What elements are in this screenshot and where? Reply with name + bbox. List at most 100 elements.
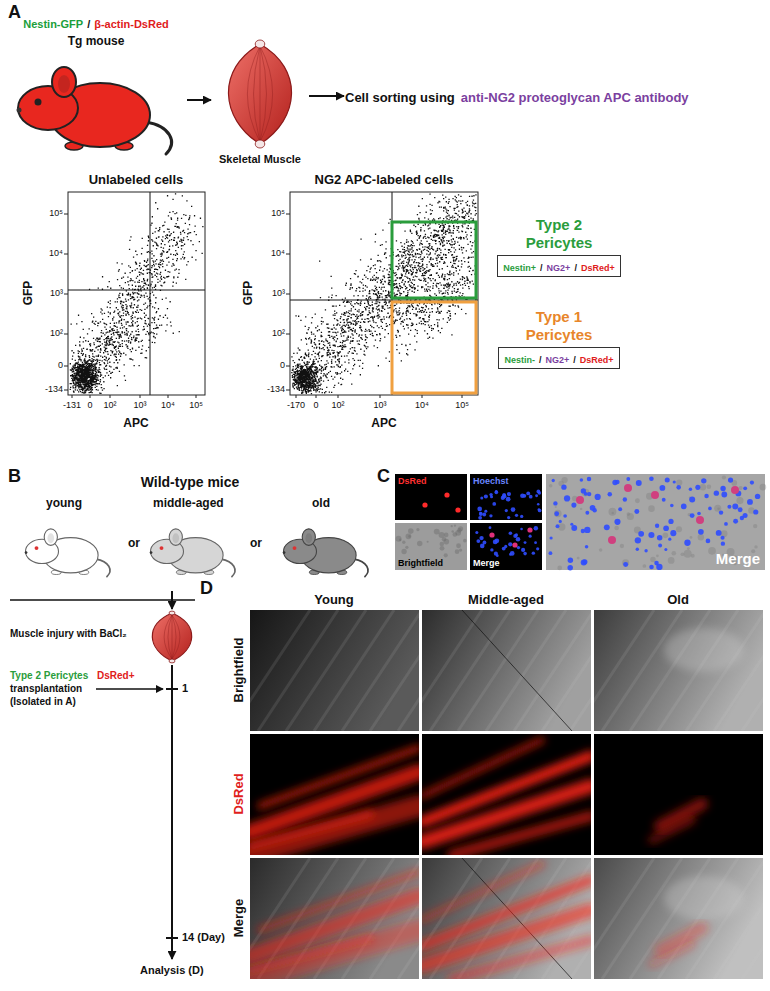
nucleus-dot [517,546,520,549]
texture-dot [620,544,624,548]
label-text: 10⁵ [271,208,285,219]
nucleus-dot [556,524,560,528]
mouse-eye [35,546,39,550]
cell-dot [512,542,517,547]
mouse-tail [354,559,368,577]
nucleus-dot [689,488,692,491]
node-text: Muscle injury with BaCl₂ [10,628,127,640]
mouse-eye [293,546,297,550]
pericyte-type: Type 1 PericytesNestin-/NG2+/DsRed+ [484,308,634,369]
micrograph [594,610,763,731]
label-text: -134 [45,384,63,395]
muscle-fiber [164,615,172,659]
nucleus-dot [538,509,542,513]
nucleus-dot [714,491,719,496]
dsred-signal [250,806,419,855]
label-text: -170 [287,400,305,411]
axis-tick [380,395,381,398]
nucleus-dot [663,525,669,531]
texture-dot [561,477,567,483]
nucleus-dot [668,538,671,541]
nucleus-dot [664,548,667,551]
mouse-ear [44,529,57,546]
axis-tick [316,395,317,398]
micrograph-ground [250,858,419,979]
mouse-inner-ear [306,533,313,543]
muscle-belly [228,44,291,144]
gate-type2 [392,222,476,298]
axis-tick [286,294,290,295]
muscle-fiber [422,610,482,731]
quadrant-line [290,300,478,301]
texture-dot [627,513,634,520]
muscle-fiber [172,615,173,659]
texture-dot [739,486,743,490]
dsred-signal [422,786,591,842]
texture-dot [676,526,682,532]
nucleus-dot [738,507,743,512]
texture-dot [698,534,704,540]
nucleus-dot [698,529,704,535]
mouse-nose [283,551,286,554]
label-text: Brightfield [398,558,443,569]
label-text: Merge [473,558,500,569]
dsred-signal [260,748,419,806]
label-text: transplantation [10,683,82,695]
nucleus-dot [570,523,573,526]
micrograph-ground [470,523,542,570]
analysis-step: Analysis (D) [140,960,204,978]
nucleus-dot [506,497,511,502]
mouse-tail [221,559,235,577]
axis-label: Merge [231,899,247,937]
label-text: NG2 APC-labeled cells [315,172,454,188]
label-text: -131 [63,400,81,411]
micrograph [594,858,763,979]
muscle-fiber [172,615,176,659]
label-text: 10³ [50,288,63,299]
nucleus-dot [668,519,673,524]
nucleus-dot [708,507,712,511]
texture-dot [557,566,562,571]
node-text: Cell sorting using [345,90,455,105]
nucleus-dot [581,559,587,565]
texture-dot [676,479,682,485]
texture-dot [434,529,440,535]
muscle-fiber [594,610,654,731]
quadrant-line [68,290,205,291]
label-text: (Isolated in A) [10,696,76,708]
nucleus-dot [489,493,492,496]
mouse-inner-ear [48,533,55,543]
nucleus-dot [580,478,583,481]
nucleus-dot [649,476,654,481]
nucleus-dot [495,539,500,544]
texture-dot [454,525,456,527]
muscle-figure: Skeletal Muscle [212,40,308,166]
nucleus-dot [670,504,674,508]
nucleus-dot [484,510,487,513]
mouse-figure: Nestin-GFP/β-actin-DsRedTg mouse [6,14,186,184]
axis-tick [338,395,339,398]
texture-dot [609,508,617,516]
nucleus-dot [636,548,639,551]
nucleus-dot [584,492,588,496]
nucleus-dot [549,551,553,555]
nucleus-dot [537,503,540,506]
cell-dot [624,484,632,492]
axis-tick [64,254,68,255]
axis-tick [64,214,68,215]
texture-dot [555,506,557,508]
nucleus-dot [721,492,727,498]
texture-dot [736,497,743,504]
label-text: Type 2 Pericytes [10,670,88,682]
texture-dot [406,533,412,539]
injury-step: Muscle injury with BaCl₂ [8,610,204,664]
texture-dot [440,542,444,546]
axis-label: GFP [241,281,255,306]
cell-dot [527,527,532,532]
texture-dot [684,550,692,558]
nucleus-dot [636,480,642,486]
axis-tick [462,395,463,398]
mouse-eye [35,99,42,106]
axis-tick [286,366,290,367]
texture-dot [554,510,562,518]
